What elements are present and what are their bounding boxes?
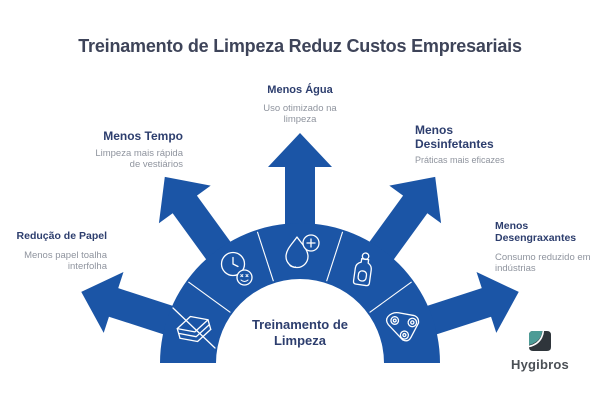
paper-stack-icon	[172, 307, 216, 349]
section-label: Menos Desinfetantes	[415, 123, 494, 151]
section-menos-tempo: Menos Tempo Limpeza mais rápida de vesti…	[95, 129, 183, 170]
section-label: Menos Água	[267, 84, 333, 96]
section-reducao-de-papel: Redução de Papel Menos papel toalha inte…	[17, 230, 107, 272]
segment-dividers	[188, 231, 412, 313]
clock-smiley-icon	[220, 251, 253, 286]
section-menos-desinfetantes: Menos Desinfetantes Práticas mais eficaz…	[415, 123, 505, 165]
section-description: Consumo reduzido em indústrias	[495, 252, 591, 274]
logo-text: Hygibros	[511, 357, 569, 372]
section-description: Práticas mais eficazes	[415, 155, 505, 165]
hygibros-logo-icon	[528, 330, 551, 351]
section-label: Menos Tempo	[103, 129, 183, 143]
water-drop-plus-icon	[285, 234, 320, 269]
belt-pulleys-icon	[385, 311, 420, 342]
section-description: Menos papel toalha interfolha	[24, 250, 107, 272]
page-title: Treinamento de Limpeza Reduz Custos Empr…	[78, 36, 522, 56]
section-menos-agua: Menos Água Uso otimizado na limpeza	[0, 84, 600, 125]
hygibros-logo: Hygibros	[504, 330, 576, 372]
arch-center-label: Treinamento de Limpeza	[251, 317, 349, 348]
section-description: Limpeza mais rápida de vestiários	[95, 148, 183, 170]
section-description: Uso otimizado na limpeza	[263, 103, 337, 125]
detergent-bottle-icon	[352, 252, 372, 287]
arch	[160, 223, 440, 363]
section-label: Redução de Papel	[16, 230, 107, 242]
section-menos-desengraxantes: Menos Desengraxantes Consumo reduzido em…	[495, 220, 591, 274]
section-label: Menos Desengraxantes	[495, 220, 577, 244]
